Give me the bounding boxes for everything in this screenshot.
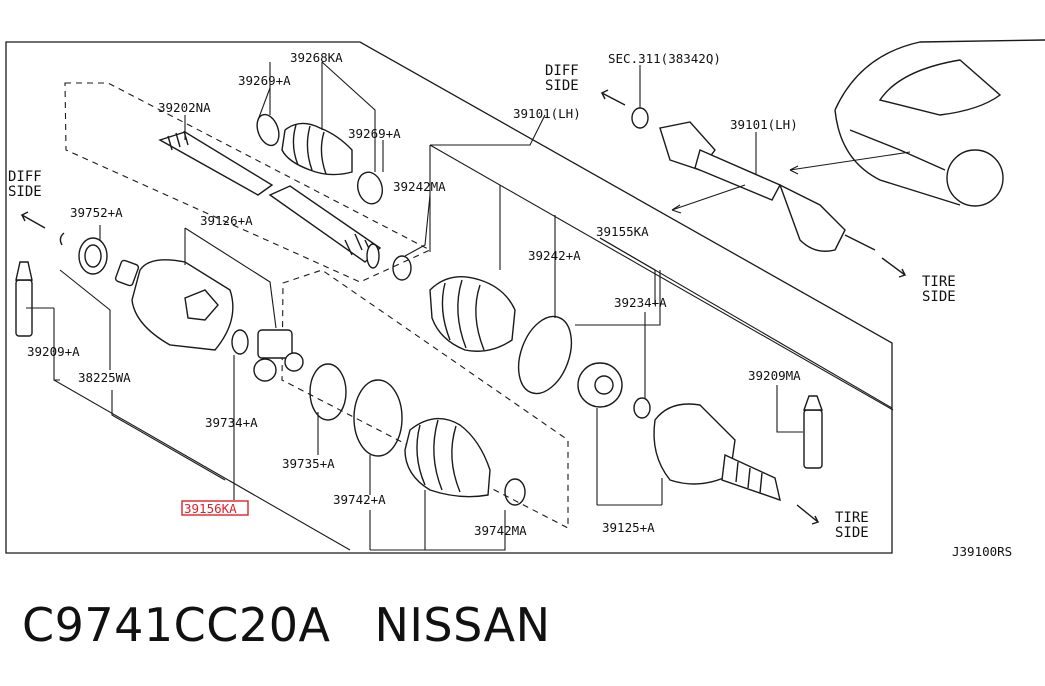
label-39101LH-b: 39101(LH) <box>730 117 798 132</box>
shaft-illustration <box>158 130 382 269</box>
label-diff-side-top-2: SIDE <box>545 78 579 94</box>
label-39209A: 39209+A <box>27 344 80 359</box>
highlight-box <box>181 500 249 516</box>
label-39734A: 39734+A <box>205 415 258 430</box>
direction-arrows <box>20 89 911 525</box>
leader-lines <box>26 61 894 551</box>
inner-joint-assembly-outline <box>281 269 569 529</box>
label-tire-side-right-2: SIDE <box>922 289 956 305</box>
boot-39268KA-illustration <box>256 113 384 205</box>
label-39156KA-highlighted[interactable]: 39156KA <box>184 501 237 516</box>
label-39742A: 39742+A <box>333 492 386 507</box>
label-diff-side-top-1: DIFF <box>545 63 579 79</box>
label-sec311: SEC.311(38342Q) <box>608 51 721 66</box>
tripod-illustration <box>231 329 304 382</box>
ring-39242MA-illustration <box>392 255 412 281</box>
boot-39155KA-illustration <box>429 276 573 395</box>
label-39234A: 39234+A <box>614 295 667 310</box>
label-tire-side-bottom-2: SIDE <box>835 525 869 541</box>
label-tire-side-bottom-1: TIRE <box>835 510 869 526</box>
label-39155KA: 39155KA <box>596 224 649 239</box>
label-39268KA: 39268KA <box>290 50 343 65</box>
label-39752A: 39752+A <box>70 205 123 220</box>
driveshaft-parts-diagram: DIFF SIDE DIFF SIDE TIRE SIDE TIRE SIDE … <box>5 39 1045 559</box>
label-39126A: 39126+A <box>200 213 253 228</box>
label-39209MA: 39209MA <box>748 368 801 383</box>
left-side-parts-illustration <box>15 232 108 337</box>
caption: C9741CC20A NISSAN <box>22 598 595 652</box>
diagram-frame <box>5 41 893 554</box>
brand-name: NISSAN <box>374 598 551 652</box>
label-38225WA: 38225WA <box>78 370 131 385</box>
shaft-assembly-outline <box>64 82 432 283</box>
label-diff-side-left-2: SIDE <box>8 184 42 200</box>
outer-joint-illustration <box>577 362 823 502</box>
label-tire-side-right-1: TIRE <box>922 274 956 290</box>
label-39242A: 39242+A <box>528 248 581 263</box>
inner-boot-illustration <box>309 363 526 506</box>
joint-housing-illustration <box>114 259 234 351</box>
label-39742MA: 39742MA <box>474 523 527 538</box>
label-39269A-mid: 39269+A <box>348 126 401 141</box>
label-diff-side-left-1: DIFF <box>8 169 42 185</box>
label-39125A: 39125+A <box>602 520 655 535</box>
label-39269A-top: 39269+A <box>238 73 291 88</box>
car-illustration <box>834 39 1045 207</box>
label-39242MA: 39242MA <box>393 179 446 194</box>
diagram-code: J39100RS <box>952 544 1012 559</box>
label-39101LH-a: 39101(LH) <box>513 106 581 121</box>
label-39202NA: 39202NA <box>158 100 211 115</box>
part-number: C9741CC20A <box>22 598 331 652</box>
label-39735A: 39735+A <box>282 456 335 471</box>
assembled-shaft-illustration <box>631 107 876 252</box>
